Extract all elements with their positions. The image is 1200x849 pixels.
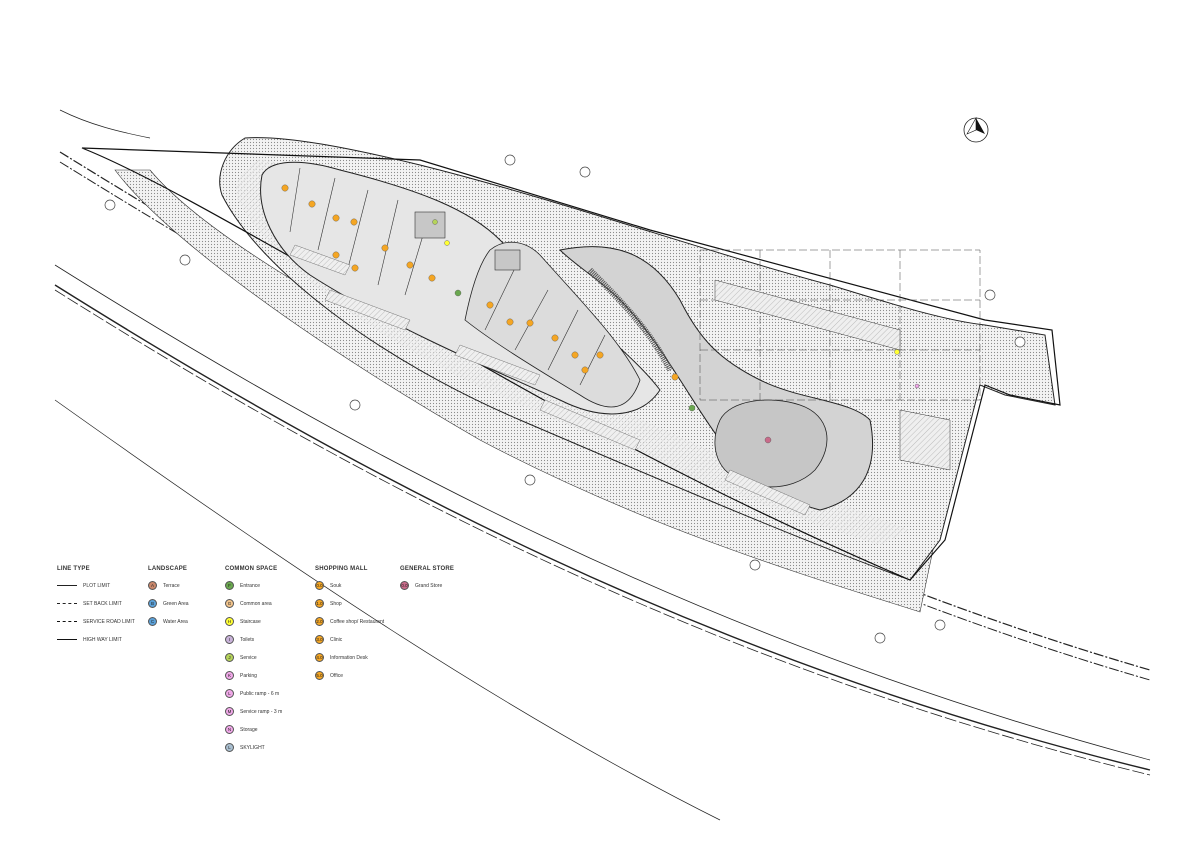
legend-item: 0.0 Souk [315, 581, 384, 590]
legend-item: J Service [225, 653, 282, 662]
parking-stalls [289, 244, 811, 516]
legend-marker: I [225, 635, 234, 644]
legend-label: Service ramp - 3 m [240, 708, 283, 715]
legend-item: N Storage [225, 725, 282, 734]
legend-label: Office [330, 672, 343, 679]
legend-label: Entrance [240, 582, 261, 589]
plot-limit [81, 147, 1061, 581]
legend-marker: 2.0 [315, 617, 324, 626]
legend-marker: 0.0 [400, 581, 409, 590]
legend-marker: N [225, 725, 234, 734]
legend-line-type: LINE TYPE PLOT LIMIT SET BACK LIMIT SERV… [57, 566, 135, 653]
legend-item: 0.0 Grand Store [400, 581, 454, 590]
legend-label: Staircase [240, 618, 261, 625]
legend-title: LANDSCAPE [148, 566, 188, 572]
legend-label: Clinic [330, 636, 343, 643]
legend-marker: M [225, 707, 234, 716]
main-building [260, 161, 661, 415]
legend-label: Parking [240, 672, 257, 679]
legend-item: B Green Area [148, 599, 189, 608]
legend-item: SERVICE ROAD LIMIT [57, 617, 135, 626]
legend-item: 1.0 Shop [315, 599, 384, 608]
legend-label: Common area [240, 600, 272, 607]
legend-item: 3.0 Clinic [315, 635, 384, 644]
plot-limit-swatch [57, 585, 77, 586]
legend-title: LINE TYPE [57, 566, 90, 572]
legend-label: Shop [330, 600, 342, 607]
legend-title: SHOPPING MALL [315, 566, 368, 572]
legend-marker: A [148, 581, 157, 590]
legend-marker: 4.0 [315, 653, 324, 662]
legend-item: K Parking [225, 671, 282, 680]
legend-item: SET BACK LIMIT [57, 599, 135, 608]
legend-marker: F [225, 581, 234, 590]
central-roof [558, 246, 874, 511]
setback-swatch [57, 603, 77, 604]
legend-marker: 1.0 [315, 599, 324, 608]
legend-label: Toilets [240, 636, 255, 643]
legend-marker: 3.0 [315, 635, 324, 644]
legend-item: H Staircase [225, 617, 282, 626]
shop-markers [281, 184, 920, 444]
legend-item: F Entrance [225, 581, 282, 590]
legend-item: L SKYLIGHT [225, 743, 282, 752]
parking-area [699, 249, 981, 471]
legend-item: 2.0 Coffee shop/ Restaurant [315, 617, 384, 626]
legend-item: 5.0 Office [315, 671, 384, 680]
highway-swatch [57, 639, 77, 640]
legend-marker: B [148, 599, 157, 608]
legend-item: 4.0 Information Desk [315, 653, 384, 662]
legend-marker: C [148, 617, 157, 626]
legend-item: HIGH WAY LIMIT [57, 635, 135, 644]
legend-marker: G [225, 599, 234, 608]
legend-item: C Water Area [148, 617, 189, 626]
legend-item: M Service ramp - 3 m [225, 707, 282, 716]
legend-label: Souk [330, 582, 342, 589]
legend-item: G Common area [225, 599, 282, 608]
legend-label: Service [240, 654, 257, 661]
north-arrow-icon [963, 116, 989, 143]
legend-marker: K [225, 671, 234, 680]
service-road-swatch [57, 621, 77, 622]
legend-title: GENERAL STORE [400, 566, 455, 572]
legend-item: A Terrace [148, 581, 189, 590]
legend-marker: L [225, 743, 234, 752]
legend-title: COMMON SPACE [225, 566, 278, 572]
legend-label: Coffee shop/ Restaurant [330, 618, 385, 625]
legend-marker: 5.0 [315, 671, 324, 680]
legend-marker: L [225, 689, 234, 698]
legend-label: Terrace [163, 582, 180, 589]
legend-item: I Toilets [225, 635, 282, 644]
legend-label: Public ramp - 6 m [240, 690, 280, 697]
legend-marker: J [225, 653, 234, 662]
legend-label: Water Area [163, 618, 188, 625]
legend-shopping-mall: SHOPPING MALL 0.0 Souk 1.0 Shop 2.0 Coffee sh… [315, 566, 384, 689]
legend-item: L Public ramp - 6 m [225, 689, 282, 698]
legend-label: Storage [240, 726, 258, 733]
legend-label: Grand Store [415, 582, 443, 589]
legend-label: SKYLIGHT [240, 744, 265, 751]
legend-label: Green Area [163, 600, 189, 607]
section-markers [104, 154, 1026, 644]
legend-label: Information Desk [330, 654, 368, 661]
legend-item: PLOT LIMIT [57, 581, 135, 590]
legend-marker: H [225, 617, 234, 626]
legend-marker: 0.0 [315, 581, 324, 590]
legend-general-store: GENERAL STORE 0.0 Grand Store [400, 566, 454, 599]
